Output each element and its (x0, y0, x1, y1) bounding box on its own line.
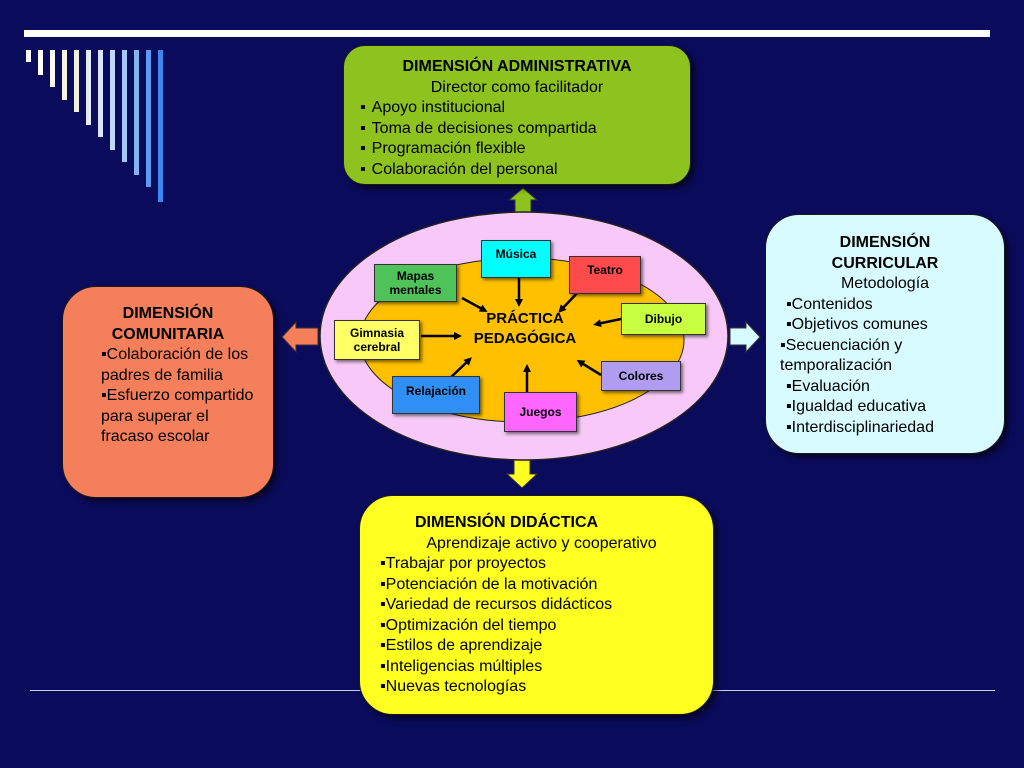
dimension-didactica: DIMENSIÓN DIDÁCTICA Aprendizaje activo y… (359, 495, 714, 715)
stripe (146, 50, 151, 187)
arrow-to-curricular (729, 320, 761, 354)
stripe (62, 50, 67, 100)
arrow-to-administrativa (507, 187, 539, 214)
arrow-mapas (461, 296, 488, 312)
list-item: Esfuerzo compartido para superar el frac… (101, 386, 263, 448)
top-rule (24, 30, 990, 37)
node-gimnasia-label-line2: cerebral (353, 340, 401, 354)
curricular-list: Contenidos Objetivos comunes Secuenciaci… (780, 295, 994, 439)
list-item-text: Secuenciación y temporalización (780, 336, 903, 375)
node-relajacion: Relajación (392, 376, 480, 414)
arrow-to-didactica (505, 457, 539, 489)
node-mapas-mentales: Mapas mentales (374, 264, 457, 302)
list-item-text: Colaboración de los padres de familia (101, 346, 249, 384)
node-juegos: Juegos (504, 392, 577, 432)
list-item-text: Trabajar por proyectos (385, 555, 547, 572)
node-mapas-label-line1: Mapas (396, 269, 435, 283)
list-item-text: Interdisciplinariedad (791, 418, 934, 436)
list-item: Colaboración de los padres de familia (101, 345, 263, 386)
list-item: Colaboración del personal (360, 160, 690, 181)
node-musica-label: Música (495, 247, 537, 261)
curricular-title-line2: CURRICULAR (831, 254, 939, 272)
node-musica: Música (481, 240, 551, 278)
list-item-text: Esfuerzo compartido para superar el frac… (101, 387, 254, 445)
list-item-text: Optimización del tiempo (385, 616, 557, 634)
list-item: Toma de decisiones compartida (360, 119, 690, 140)
list-item: Programación flexible (360, 139, 690, 160)
node-teatro: Teatro (569, 256, 641, 294)
list-item: Igualdad educativa (786, 397, 994, 418)
list-item-text: Variedad de recursos didácticos (385, 596, 613, 613)
node-gimnasia-cerebral: Gimnasia cerebral (334, 320, 420, 360)
didactica-title: DIMENSIÓN DIDÁCTICA (414, 514, 599, 531)
arrow-colores (576, 359, 602, 377)
list-item: Interdisciplinariedad (786, 418, 994, 439)
curricular-title-line1: DIMENSIÓN (839, 234, 931, 251)
stripe (134, 50, 139, 175)
center-label-line2: PEDAGÓGICA (473, 330, 577, 347)
stripe (50, 50, 55, 87)
list-item: Optimización del tiempo (380, 616, 705, 637)
node-gimnasia-label-line1: Gimnasia (349, 326, 405, 340)
node-dibujo: Dibujo (621, 303, 706, 335)
center-label-line1: PRÁCTICA (486, 310, 564, 327)
node-relajacion-label: Relajación (405, 384, 467, 398)
list-item: Evaluación (786, 377, 994, 398)
list-item-text: Evaluación (791, 377, 870, 395)
list-item-text: Igualdad educativa (791, 398, 926, 415)
stripe (98, 50, 103, 137)
node-juegos-label: Juegos (519, 405, 562, 419)
stripe (26, 50, 31, 62)
administrativa-title: DIMENSIÓN ADMINISTRATIVA (402, 58, 632, 75)
dimension-administrativa: DIMENSIÓN ADMINISTRATIVA Director como f… (343, 45, 691, 185)
list-item: Trabajar por proyectos (380, 554, 705, 575)
comunitaria-title-line1: DIMENSIÓN (122, 305, 214, 322)
node-teatro-label: Teatro (587, 263, 623, 277)
center-label: PRÁCTICA PEDAGÓGICA (460, 309, 590, 349)
list-item: Inteligencias múltiples (380, 657, 705, 678)
list-item: Contenidos (786, 295, 994, 316)
arrow-to-comunitaria (281, 320, 319, 354)
didactica-subtitle: Aprendizaje activo y cooperativo (426, 534, 657, 552)
stripe (110, 50, 115, 150)
node-mapas-label-line2: mentales (389, 283, 442, 297)
curricular-subtitle: Metodología (840, 275, 930, 292)
list-item: Secuenciación y temporalización (780, 336, 994, 377)
stripe (38, 50, 43, 75)
comunitaria-title-line2: COMUNITARIA (111, 325, 225, 343)
list-item-text: Objetivos comunes (791, 316, 928, 333)
dimension-curricular: DIMENSIÓN CURRICULAR Metodología Conteni… (765, 214, 1005, 454)
stripe (122, 50, 127, 162)
list-item: Variedad de recursos didácticos (380, 595, 705, 616)
list-item: Potenciación de la motivación (380, 575, 705, 596)
comunitaria-list: Colaboración de los padres de familia Es… (101, 345, 263, 448)
administrativa-list: Apoyo institucional Toma de decisiones c… (360, 98, 690, 180)
list-item: Nuevas tecnologías (380, 677, 705, 698)
list-item-text: Estilos de aprendizaje (385, 637, 543, 654)
didactica-list: Trabajar por proyectos Potenciación de l… (380, 554, 705, 698)
stripe (86, 50, 91, 125)
list-item-text: Nuevas tecnologías (385, 678, 527, 695)
dimension-comunitaria: DIMENSIÓN COMUNITARIA Colaboración de lo… (62, 286, 274, 498)
list-item-text: Contenidos (791, 295, 873, 313)
arrow-dibujo (593, 317, 622, 328)
node-colores-label: Colores (618, 369, 664, 383)
list-item: Estilos de aprendizaje (380, 636, 705, 657)
administrativa-subtitle: Director como facilitador (430, 78, 604, 96)
list-item: Apoyo institucional (360, 98, 690, 119)
list-item-text: Potenciación de la motivación (385, 575, 598, 593)
node-colores: Colores (601, 361, 681, 391)
stripe (158, 50, 163, 202)
list-item: Objetivos comunes (786, 315, 994, 336)
stripe (74, 50, 79, 112)
node-dibujo-label: Dibujo (644, 312, 683, 326)
list-item-text: Inteligencias múltiples (385, 657, 543, 675)
